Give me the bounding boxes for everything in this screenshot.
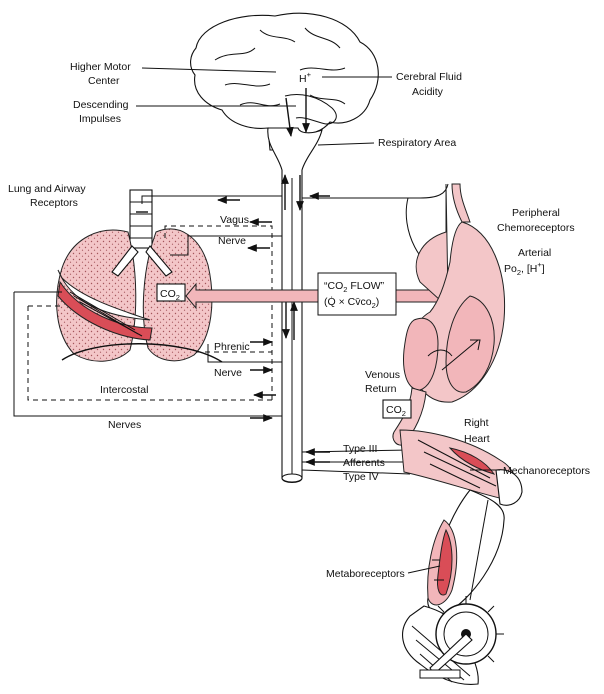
label-cerebral-fluid-acidity-1: Cerebral Fluid: [396, 71, 462, 83]
label-po2-h: Po2, [H+]: [504, 260, 545, 277]
co2-flow-arrow: [186, 284, 448, 308]
label-phrenic: Phrenic: [214, 341, 250, 353]
label-nerves: Nerves: [108, 419, 141, 431]
label-peripheral-1: Peripheral: [512, 207, 560, 219]
label-respiratory-area: Respiratory Area: [378, 137, 456, 149]
label-lung-receptors-2: Receptors: [30, 197, 78, 209]
label-intercostal: Intercostal: [100, 384, 148, 396]
label-type-iii: Type III: [343, 443, 377, 455]
label-descending-impulses-1: Descending: [73, 99, 129, 111]
label-peripheral-2: Chemoreceptors: [497, 222, 575, 234]
label-nerve-upper: Nerve: [218, 235, 246, 247]
label-afferents: Afferents: [343, 457, 385, 469]
label-descending-impulses-2: Impulses: [79, 113, 121, 125]
label-metaboreceptors: Metaboreceptors: [326, 568, 405, 580]
label-nerve-lower: Nerve: [214, 367, 242, 379]
label-vagus: Vagus: [220, 214, 249, 226]
label-co2-flow: “CO2 FLOW”: [324, 280, 385, 294]
lungs-illustration: [57, 190, 222, 362]
label-higher-motor-center-2: Center: [88, 75, 120, 87]
label-co2-flow-formula: (Q̇ × Cv̄co2): [324, 295, 379, 310]
label-cerebral-fluid-acidity-2: Acidity: [412, 86, 444, 98]
label-arterial: Arterial: [518, 247, 551, 259]
label-right-heart-1: Right: [464, 417, 489, 429]
brain-illustration: [191, 13, 379, 482]
label-mechanoreceptors: Mechanoreceptors: [503, 465, 590, 477]
label-higher-motor-center-1: Higher Motor: [70, 61, 131, 73]
label-venous-1: Venous: [365, 369, 400, 381]
label-venous-2: Return: [365, 383, 397, 395]
label-lung-receptors-1: Lung and Airway: [8, 183, 86, 195]
